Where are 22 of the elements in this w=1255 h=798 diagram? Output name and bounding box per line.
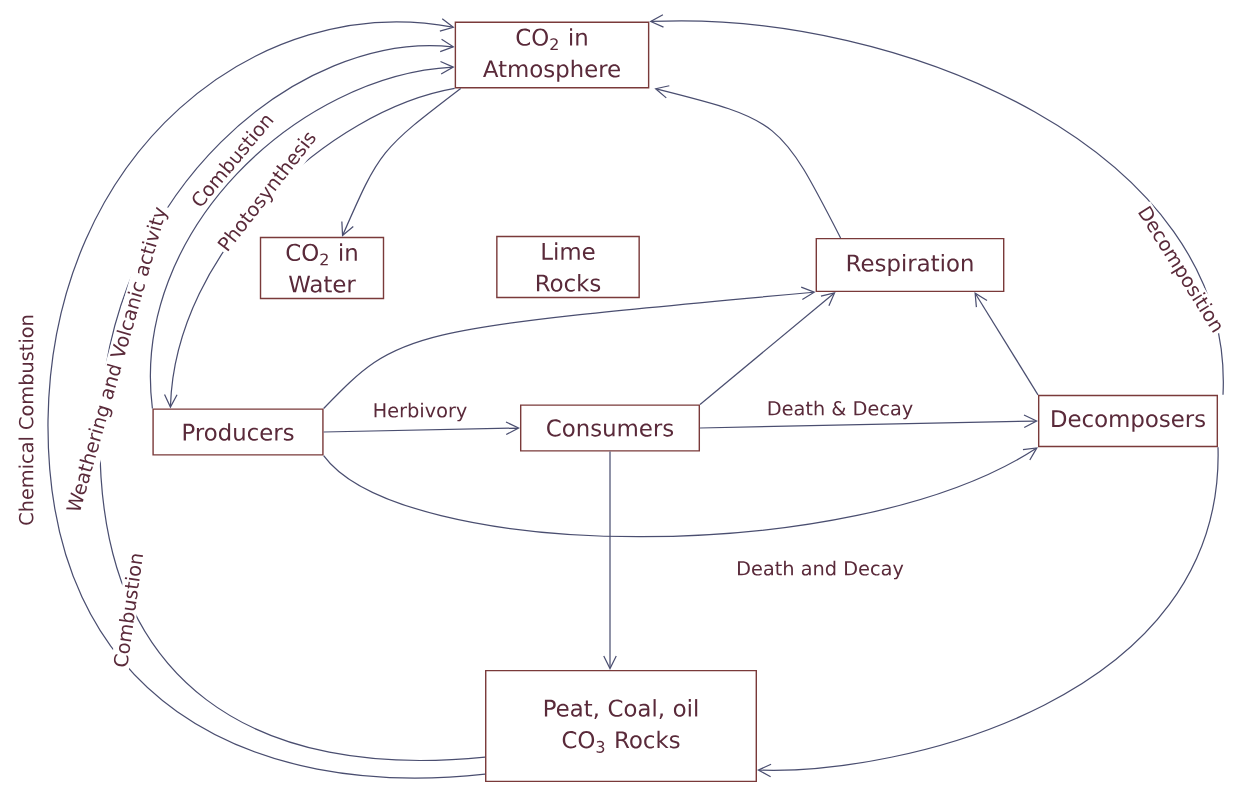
process-box: Consumers — [520, 404, 700, 452]
arrow — [654, 85, 842, 239]
process-box: Peat, Coal, oil CO$_{3}$ Rocks — [485, 669, 757, 783]
edge-label: Death & Decay — [765, 398, 915, 422]
process-box: Producers — [152, 408, 324, 456]
process-box: Respiration — [815, 237, 1005, 293]
arrow — [699, 414, 1038, 429]
arrow — [974, 292, 1039, 396]
process-box: Lime Rocks — [496, 235, 640, 299]
arrow — [603, 450, 617, 670]
arrow — [323, 421, 520, 436]
process-box: Decomposers — [1038, 394, 1218, 448]
arrow — [341, 87, 462, 237]
arrow — [757, 446, 1219, 778]
arrow — [47, 18, 486, 779]
edge-label: Death and Decay — [734, 558, 906, 582]
arrow — [323, 447, 1038, 538]
arrow — [649, 14, 1224, 396]
arrow — [323, 286, 816, 410]
arrow — [699, 292, 836, 406]
note-label: Combustion — [110, 549, 146, 671]
process-box: CO$_{2}$ in Atmosphere — [454, 21, 650, 89]
